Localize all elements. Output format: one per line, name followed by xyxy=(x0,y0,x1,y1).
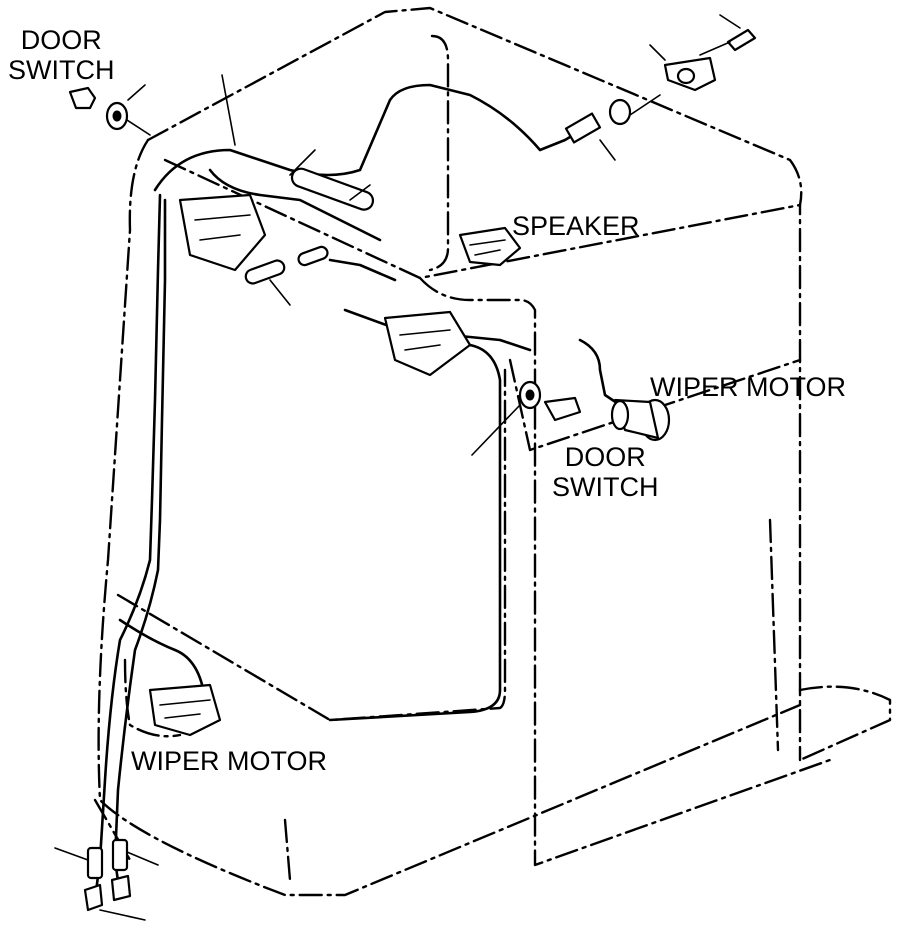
door-switch-label-right-line2: SWITCH xyxy=(552,472,659,502)
door-switch-label-right: DOOR SWITCH xyxy=(552,442,658,502)
door-switch-label-top-line1: DOOR xyxy=(20,25,102,55)
left-wiper-motor-icon xyxy=(148,683,222,737)
bottom-connectors-icon xyxy=(54,838,159,921)
top-right-door-switch-icon xyxy=(564,28,757,144)
top-connector-block-icon xyxy=(178,167,375,285)
right-wiper-motor-icon xyxy=(610,398,671,442)
wiper-motor-label-left: WIPER MOTOR xyxy=(131,746,328,776)
cab-outline xyxy=(93,6,892,897)
speaker-label: SPEAKER xyxy=(512,211,640,241)
wiper-motor-label-right: WIPER MOTOR xyxy=(650,372,847,402)
center-door-switch-icon xyxy=(471,380,582,456)
top-left-door-switch-icon xyxy=(68,86,151,136)
speaker-icon xyxy=(458,226,522,267)
leader-lines xyxy=(127,14,741,306)
center-connector-block-icon xyxy=(383,310,472,377)
door-switch-label-top-line2: SWITCH xyxy=(8,55,115,85)
door-switch-label-right-line1: DOOR xyxy=(564,442,646,472)
door-switch-label-top: DOOR SWITCH xyxy=(8,25,114,85)
wiring-harness xyxy=(93,83,622,902)
